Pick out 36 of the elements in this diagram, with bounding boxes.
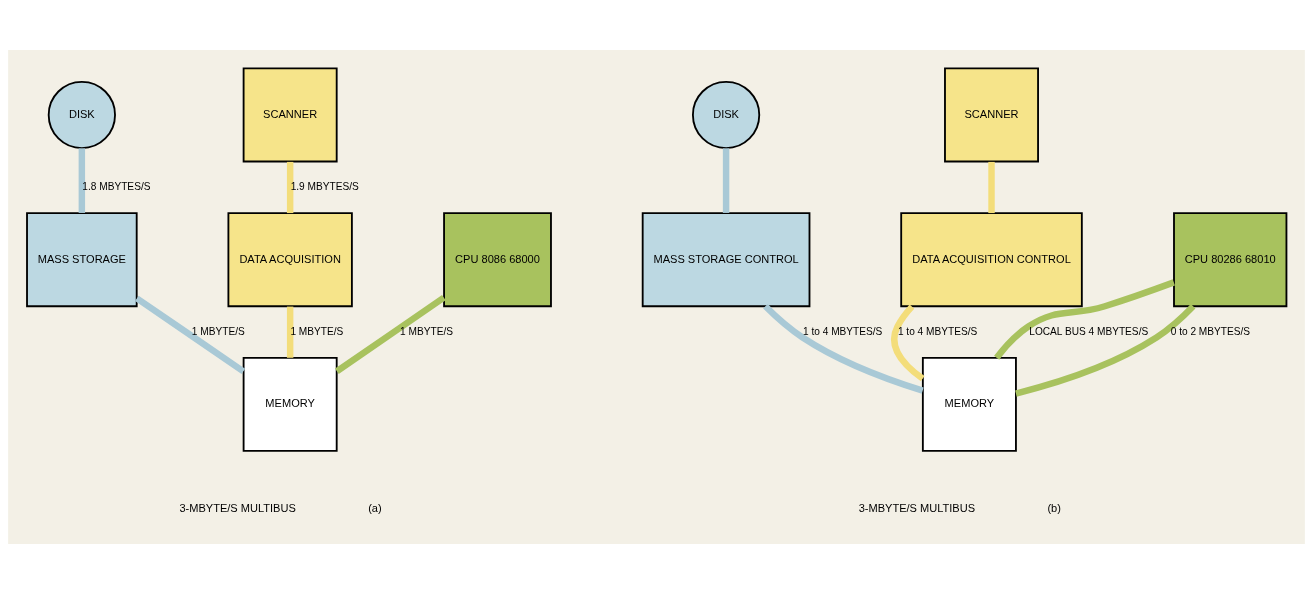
edge-label: 0 to 2 MBYTES/S [1170,325,1251,337]
node-box: SCANNER [944,67,1039,162]
edge-label: LOCAL BUS 4 MBYTES/S [1029,325,1149,337]
connector [722,147,730,213]
node-circle: DISK [692,80,761,149]
label: (a) [368,501,382,514]
connector [286,161,294,213]
edge-label: 1 MBYTE/S [400,325,453,337]
connector [891,303,925,381]
node-box: CPU 80286 68010 [1173,211,1288,307]
node-box: SCANNER [242,67,338,162]
connector [335,294,446,374]
edge-label: 1.8 MBYTES/S [82,180,151,192]
edge-label: 1 MBYTE/S [290,325,344,337]
node-box: DATA ACQUISITION CONTROL [900,211,1083,307]
connector [135,295,246,374]
edge-label: 1.9 MBYTES/S [290,180,359,192]
connector [763,303,924,394]
node-box: CPU 8086 68000 [443,211,552,307]
label: 3-MBYTE/S MULTIBUS [858,501,976,514]
label: (b) [1047,501,1061,514]
edge-label: 1 to 4 MBYTES/S [802,325,883,337]
edge-label: 1 MBYTE/S [191,325,245,337]
connector [286,306,294,358]
connector [78,147,86,213]
node-box: MEMORY [921,356,1017,452]
node-box: DATA ACQUISITION [227,211,353,307]
edge-label: 1 to 4 MBYTES/S [897,325,978,337]
label: 3-MBYTE/S MULTIBUS [179,501,296,514]
node-box: MASS STORAGE [26,211,138,307]
node-box: MEMORY [242,356,338,452]
node-box: MASS STORAGE CONTROL [641,211,811,307]
connector [988,161,995,213]
connector [1015,303,1196,397]
connector [994,278,1175,360]
node-circle: DISK [47,80,116,149]
